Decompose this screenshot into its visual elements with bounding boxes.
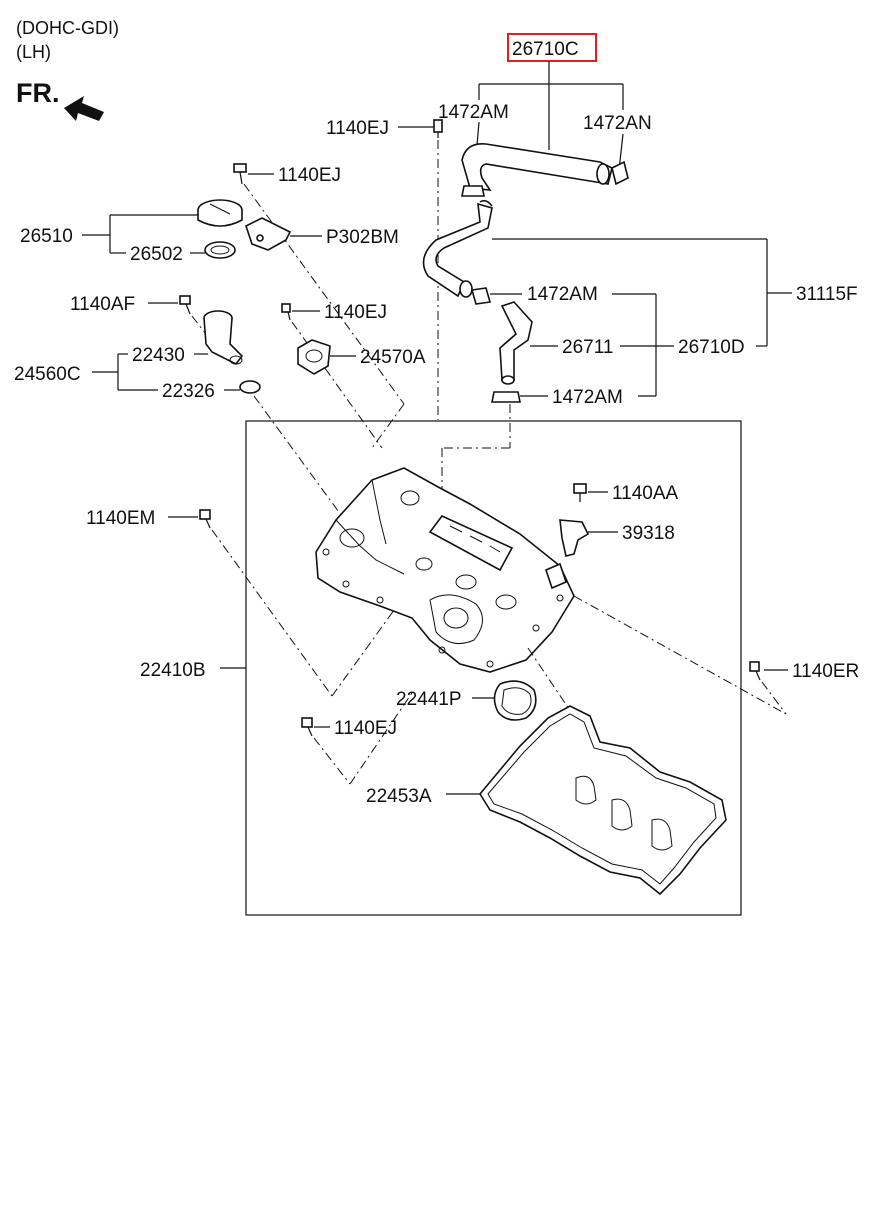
leader-26710C [478, 61, 624, 150]
bolt-icon [573, 483, 587, 502]
part-22453A-label[interactable]: 22453A [366, 786, 432, 807]
bolt-icon [199, 509, 211, 529]
bracket-icon [245, 217, 292, 251]
part-1140EJ-cap-label[interactable]: 1140EJ [278, 165, 341, 186]
part-1140ER-label[interactable]: 1140ER [792, 661, 859, 682]
bolt-icon [179, 295, 191, 315]
part-22326-label[interactable]: 22326 [162, 381, 215, 402]
fr-arrow-icon [64, 96, 104, 121]
side-label: (LH) [16, 42, 51, 62]
gasket-icon [479, 705, 727, 896]
part-22430-label[interactable]: 22430 [132, 345, 185, 366]
highlight-box[interactable] [507, 33, 597, 62]
part-26502-label[interactable]: 26502 [130, 244, 183, 265]
clamp-icon [491, 391, 521, 403]
hose-icon [499, 301, 533, 385]
filler-neck-icon [203, 310, 244, 366]
part-1140EM-label[interactable]: 1140EM [86, 508, 155, 529]
part-1472AN-label[interactable]: 1472AN [583, 113, 652, 134]
clamp-icon [461, 160, 629, 197]
part-1140AA-label[interactable]: 1140AA [612, 483, 679, 504]
part-1140EJ-top-label[interactable]: 1140EJ [326, 118, 389, 139]
oil-cap-icon [197, 199, 243, 227]
part-1140EJ-mid-label[interactable]: 1140EJ [324, 302, 387, 323]
part-26711-label[interactable]: 26711 [562, 337, 613, 358]
sensor-icon [559, 519, 590, 557]
part-26710C-label[interactable]: 26710C [512, 39, 579, 60]
bolt-icon [301, 717, 313, 737]
cylinder-head-cover-icon [315, 467, 575, 673]
part-22410B-label[interactable]: 22410B [140, 660, 206, 681]
part-1140AF-label[interactable]: 1140AF [70, 294, 135, 315]
part-22441P-label[interactable]: 22441P [396, 689, 462, 710]
leader-31115F [492, 238, 792, 347]
bolt-icon [749, 661, 761, 681]
part-1472AM-top-label[interactable]: 1472AM [438, 102, 509, 123]
hose-icon [461, 143, 613, 191]
part-1140EJ-low-label[interactable]: 1140EJ [334, 718, 397, 739]
part-24570A-label[interactable]: 24570A [360, 347, 426, 368]
part-26510-label[interactable]: 26510 [20, 226, 73, 247]
front-direction-label: FR. [16, 78, 60, 108]
part-P302BM-label[interactable]: P302BM [326, 227, 399, 248]
bolt-icon [281, 303, 291, 321]
engine-type-label: (DOHC-GDI) [16, 18, 119, 38]
gasket-icon [239, 380, 261, 394]
hose-icon [422, 199, 493, 298]
gasket-icon [204, 241, 236, 259]
part-24560C-label[interactable]: 24560C [14, 364, 81, 385]
clamp-icon [470, 287, 492, 305]
part-39318-label[interactable]: 39318 [622, 523, 675, 544]
part-1472AM-low-label[interactable]: 1472AM [552, 387, 623, 408]
sensor-icon [297, 339, 331, 375]
gasket-icon [493, 680, 537, 721]
part-1472AM-mid-label[interactable]: 1472AM [527, 284, 598, 305]
bolt-icon [433, 119, 443, 138]
part-31115F-label[interactable]: 31115F [796, 284, 858, 305]
part-26710D-label[interactable]: 26710D [678, 337, 745, 358]
bolt-icon [233, 163, 247, 185]
